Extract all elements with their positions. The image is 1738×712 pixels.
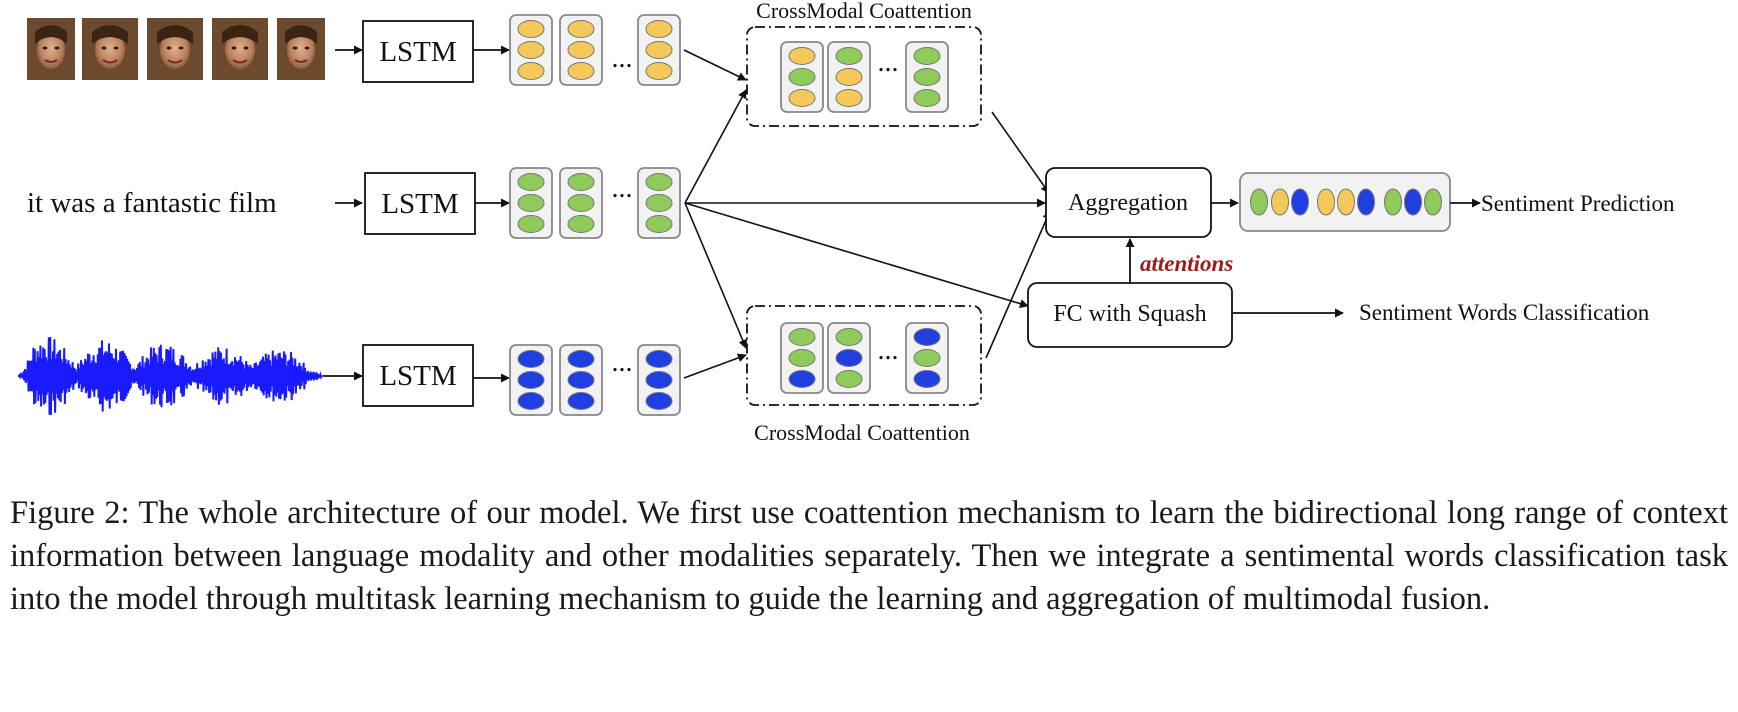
face-thumbnail-icon — [277, 18, 325, 80]
svg-text:LSTM: LSTM — [379, 36, 456, 68]
audio-feature-columns — [509, 344, 681, 416]
text-feature-column — [637, 167, 681, 239]
coattention-column — [905, 322, 949, 394]
audio-feature-column — [637, 344, 681, 416]
text-feature-columns — [509, 167, 681, 239]
attentions-label: attentions — [1140, 251, 1233, 276]
svg-text:LSTM: LSTM — [381, 188, 458, 220]
arrow-text-coattention-bottom — [684, 202, 748, 349]
svg-text:LSTM: LSTM — [379, 360, 456, 392]
arrow-coattention-top-aggregation — [991, 111, 1050, 194]
aggregation-node: Aggregation — [1045, 167, 1212, 238]
coattention-column — [827, 41, 871, 113]
ellipsis-text: ... — [612, 173, 633, 204]
output-vector-cell — [1291, 188, 1309, 216]
text-input: it was a fantastic film — [27, 187, 277, 219]
ellipsis-video: ... — [612, 43, 633, 74]
face-thumbnail-icon — [147, 18, 203, 80]
coattention-bottom-columns — [780, 322, 949, 394]
face-thumbnail-icon — [212, 18, 268, 80]
coattention-top-box — [746, 26, 982, 127]
svg-text:FC with Squash: FC with Squash — [1053, 301, 1206, 327]
output-vector-cell — [1357, 188, 1375, 216]
video-feature-column — [509, 14, 553, 86]
arrow-text-fc — [684, 202, 1029, 308]
output-vector-cell — [1384, 188, 1402, 216]
video-feature-column — [637, 14, 681, 86]
text-feature-column — [509, 167, 553, 239]
ellipsis-co-bottom: ... — [878, 335, 899, 366]
output-vector-cell — [1337, 188, 1355, 216]
waveform-icon — [17, 336, 323, 416]
output-vector-cell — [1250, 188, 1268, 216]
coattention-top-label: CrossModal Coattention — [756, 0, 972, 23]
architecture-diagram: it was a fantastic film LSTM LSTM LSTM .… — [17, 0, 1675, 445]
output-vector-cell — [1317, 188, 1335, 216]
coattention-column — [780, 322, 824, 394]
arrow-video-coattention — [683, 49, 747, 81]
face-thumbnail-icon — [27, 18, 75, 80]
audio-feature-column — [509, 344, 553, 416]
video-feature-columns — [509, 14, 681, 86]
arrow-text-coattention-top — [684, 89, 747, 204]
lstm-audio: LSTM — [362, 344, 474, 407]
sentiment-prediction-label: Sentiment Prediction — [1481, 191, 1675, 216]
coattention-column — [905, 41, 949, 113]
lstm-text: LSTM — [364, 172, 476, 235]
coattention-bottom-box — [746, 305, 982, 406]
coattention-column — [780, 41, 824, 113]
output-vector — [1239, 172, 1451, 232]
arrow-audio-coattention — [683, 353, 747, 379]
face-thumbnail-icon — [82, 18, 138, 80]
output-vector-cell — [1404, 188, 1422, 216]
arrow-coattention-bottom-aggregation — [985, 210, 1051, 359]
ellipsis-co-top: ... — [878, 47, 899, 78]
text-feature-column — [559, 167, 603, 239]
video-frames — [27, 18, 325, 80]
lstm-video: LSTM — [362, 20, 474, 83]
audio-feature-column — [559, 344, 603, 416]
output-vector-cell — [1424, 188, 1442, 216]
svg-text:Aggregation: Aggregation — [1068, 190, 1188, 216]
coattention-column — [827, 322, 871, 394]
sentiment-words-label: Sentiment Words Classification — [1359, 300, 1650, 325]
figure-caption: Figure 2: The whole architecture of our … — [10, 495, 1728, 617]
coattention-top-columns — [780, 41, 949, 113]
ellipsis-audio: ... — [612, 347, 633, 378]
output-vector-cell — [1271, 188, 1289, 216]
fc-squash-node: FC with Squash — [1027, 282, 1233, 348]
video-feature-column — [559, 14, 603, 86]
coattention-bottom-label: CrossModal Coattention — [754, 420, 970, 445]
